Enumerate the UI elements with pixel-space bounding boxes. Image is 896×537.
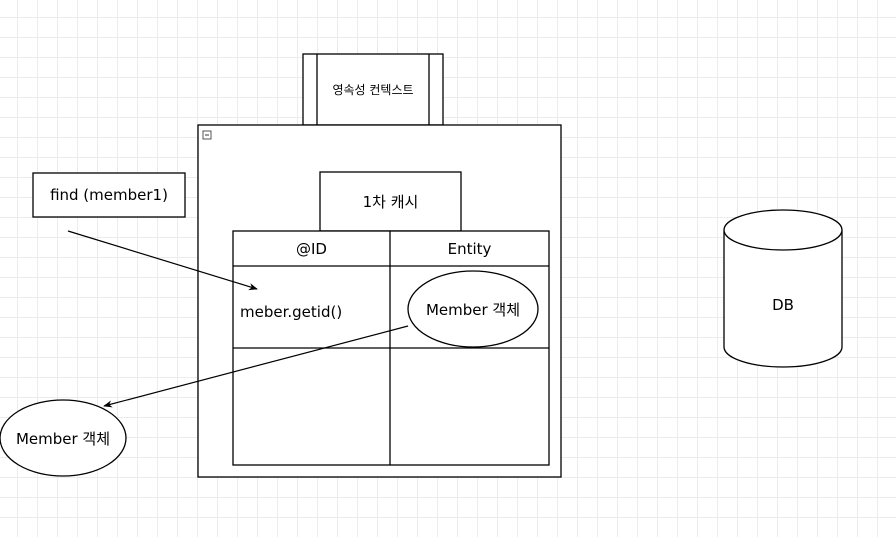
find-call-label: find (member1) (50, 186, 168, 204)
cache-header-id: @ID (296, 239, 327, 258)
first-level-cache-label: 1차 캐시 (362, 193, 419, 211)
database-label: DB (772, 296, 794, 314)
cache-row-id-value: meber.getid() (240, 303, 343, 321)
collapse-toggle-icon[interactable] (202, 130, 212, 140)
find-call-box (32, 172, 186, 218)
cache-row-entity-value: Member 객체 (425, 300, 521, 319)
returned-member-label: Member 객체 (15, 429, 111, 448)
persistence-context-tab (302, 53, 444, 126)
cached-member-ellipse (407, 270, 539, 348)
database-cylinder-icon (723, 209, 843, 368)
lookup-arrow (67, 230, 258, 291)
return-arrow (103, 325, 409, 408)
cache-table (232, 230, 550, 466)
persistence-context-label: 영속성 컨텍스트 (332, 83, 414, 97)
returned-member-ellipse (0, 399, 127, 477)
cache-header-entity: Entity (447, 239, 492, 258)
